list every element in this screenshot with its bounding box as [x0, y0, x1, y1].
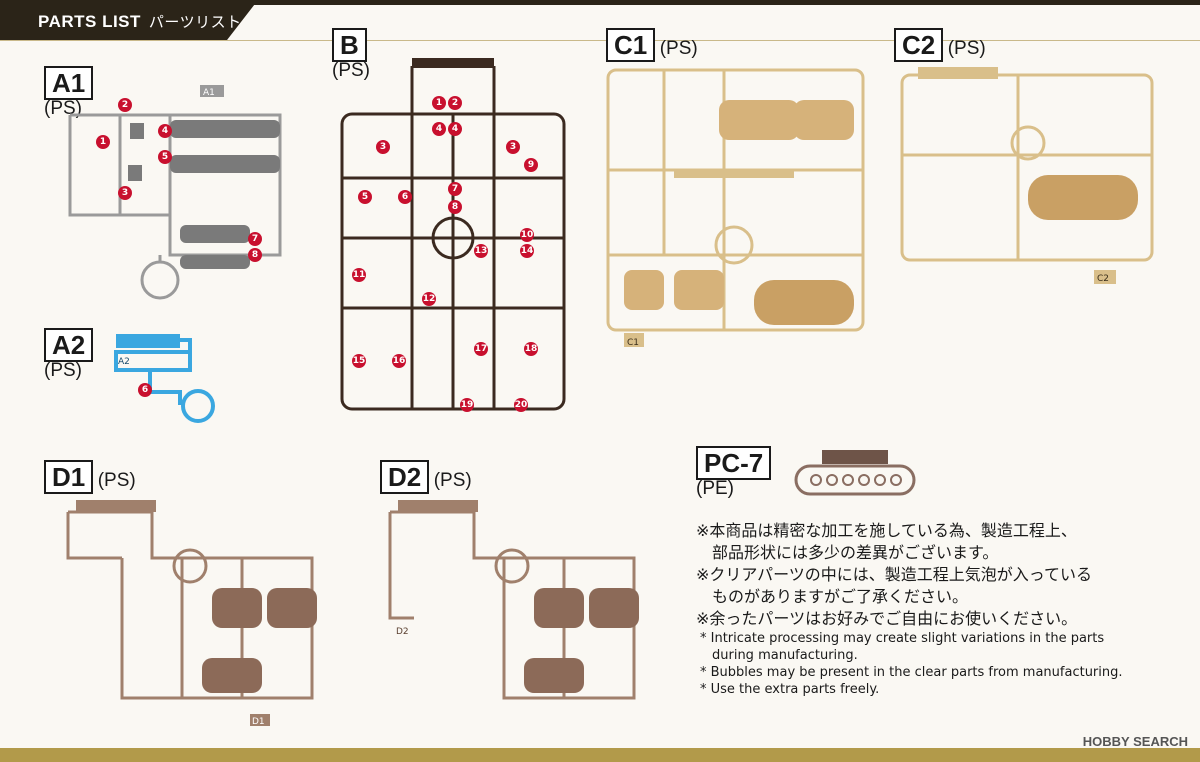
a1-tag: A1 — [203, 88, 215, 98]
header-rule — [0, 40, 1200, 41]
sprue-d2-label: D2 (PS) — [380, 460, 472, 494]
note-jp-1: ※本商品は精密な加工を施している為、製造工程上、 — [696, 521, 1077, 540]
note-jp-2b: ものがありますがご了承ください。 — [712, 587, 969, 606]
sprue-c1-label: C1 (PS) — [606, 28, 698, 62]
b-part-20: 20 — [514, 398, 528, 412]
d2-tag: D2 — [396, 627, 409, 637]
watermark: HOBBY SEARCH — [1082, 734, 1188, 749]
sprue-c1: C1 — [606, 68, 865, 348]
a1-part-3: 3 — [118, 186, 132, 200]
note-jp-1b: 部品形状には多少の差異がございます。 — [712, 543, 999, 562]
b-part-7: 7 — [448, 182, 462, 196]
a2-part-6: 6 — [138, 383, 152, 397]
note-jp-3: ※余ったパーツはお好みでご自由にお使いください。 — [696, 609, 1078, 628]
c2-tag: C2 — [1097, 274, 1109, 284]
sprue-pc7 — [794, 450, 916, 496]
sprue-a1: A1 — [68, 85, 282, 300]
b-part-9: 9 — [524, 158, 538, 172]
b-part-12: 12 — [422, 292, 436, 306]
b-part-19: 19 — [460, 398, 474, 412]
sprue-d2: D2 — [388, 500, 639, 700]
sprue-b — [340, 58, 566, 411]
footer-bar — [0, 748, 1200, 762]
b-part-14: 14 — [520, 244, 534, 258]
header-bar — [0, 0, 1200, 5]
sprue-d1: D1 — [66, 500, 317, 727]
sprue-a2-label: A2(PS) — [44, 328, 94, 382]
notes-block: ※本商品は精密な加工を施している為、製造工程上、 部品形状には多少の差異がござい… — [696, 520, 1176, 698]
a1-part-4: 4 — [158, 124, 172, 138]
b-part-16: 16 — [392, 354, 406, 368]
b-part-13: 13 — [474, 244, 488, 258]
b-part-4a: 4 — [432, 122, 446, 136]
a2-tag: A2 — [118, 357, 130, 367]
b-part-6: 6 — [398, 190, 412, 204]
a1-part-1: 1 — [96, 135, 110, 149]
sprue-c2-label: C2 (PS) — [894, 28, 986, 62]
sprue-pc7-label: PC-7(PE) — [696, 446, 772, 500]
b-part-3b: 3 — [506, 140, 520, 154]
sprue-a2: A2 — [114, 334, 215, 423]
d1-tag: D1 — [252, 717, 265, 727]
c1-tag: C1 — [627, 338, 639, 348]
sprue-a1-label: A1(PS) — [44, 66, 94, 120]
note-en-2: * Bubbles may be present in the clear pa… — [700, 665, 1123, 680]
b-part-5: 5 — [358, 190, 372, 204]
b-part-8: 8 — [448, 200, 462, 214]
a1-part-5: 5 — [158, 150, 172, 164]
note-en-1b: during manufacturing. — [712, 648, 858, 663]
b-part-15: 15 — [352, 354, 366, 368]
sprue-d1-label: D1 (PS) — [44, 460, 136, 494]
sprue-c2: C2 — [900, 67, 1154, 284]
b-part-11: 11 — [352, 268, 366, 282]
b-part-4b: 4 — [448, 122, 462, 136]
note-en-1: * Intricate processing may create slight… — [700, 631, 1105, 646]
b-part-1: 1 — [432, 96, 446, 110]
note-jp-2: ※クリアパーツの中には、製造工程上気泡が入っている — [696, 565, 1092, 584]
b-part-2: 2 — [448, 96, 462, 110]
a1-part-8: 8 — [248, 248, 262, 262]
note-en-3: * Use the extra parts freely. — [700, 682, 880, 697]
b-part-10: 10 — [520, 228, 534, 242]
b-part-17: 17 — [474, 342, 488, 356]
a1-part-7: 7 — [248, 232, 262, 246]
b-part-18: 18 — [524, 342, 538, 356]
a1-part-2: 2 — [118, 98, 132, 112]
sprue-b-label: B(PS) — [332, 28, 370, 81]
b-part-3a: 3 — [376, 140, 390, 154]
header-tab — [0, 0, 258, 40]
